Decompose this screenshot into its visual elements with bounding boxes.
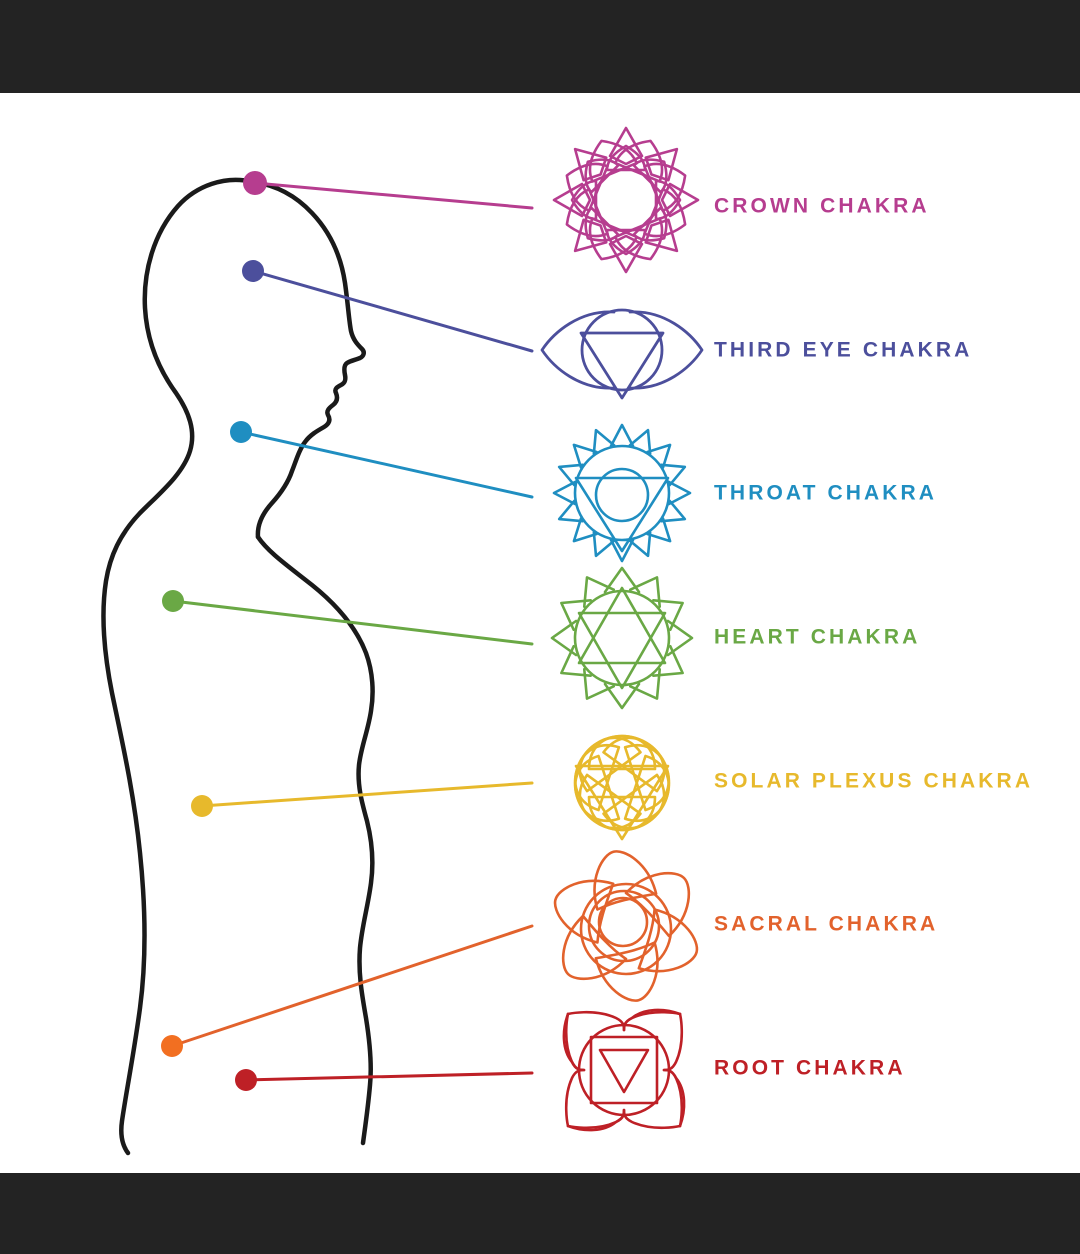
connector-line-solar-plexus bbox=[200, 781, 534, 808]
chakra-symbol-third-eye[interactable] bbox=[540, 308, 704, 400]
root-square bbox=[589, 1035, 659, 1105]
chakra-label-root: ROOT CHAKRA bbox=[714, 1056, 906, 1080]
connector-line-heart bbox=[171, 599, 534, 646]
diagram-svg bbox=[101, 126, 704, 1156]
chakra-symbol-heart[interactable] bbox=[550, 566, 694, 710]
crown-mid-petal-ring bbox=[565, 139, 687, 261]
connector-line-root bbox=[244, 1071, 534, 1082]
head-front-profile-outline bbox=[250, 179, 366, 540]
throat-outer-circle bbox=[573, 444, 671, 542]
root-downward-triangle bbox=[598, 1048, 650, 1094]
heart-circle bbox=[573, 589, 671, 687]
connector-line-sacral bbox=[170, 924, 534, 1048]
heart-petal-ring bbox=[550, 566, 694, 710]
chakra-symbol-solar-plexus[interactable] bbox=[567, 726, 677, 841]
throat-petal-ring bbox=[552, 423, 692, 563]
front-torso-outline bbox=[255, 534, 375, 1146]
top-letterbox-bar bbox=[0, 0, 1080, 93]
connector-lines-group bbox=[170, 181, 534, 1082]
solar-plexus-petal-ring bbox=[574, 734, 670, 832]
chakra-dot-solar-plexus[interactable] bbox=[191, 795, 213, 817]
sacral-petal-ring bbox=[553, 850, 699, 1002]
chakra-dot-root[interactable] bbox=[235, 1069, 257, 1091]
sacral-inner-circle bbox=[597, 896, 649, 948]
heart-upward-triangle bbox=[577, 586, 667, 665]
chakra-dot-third-eye[interactable] bbox=[242, 260, 264, 282]
bottom-letterbox-bar bbox=[0, 1173, 1080, 1254]
sacral-middle-circle bbox=[587, 889, 661, 963]
connector-line-throat bbox=[239, 430, 534, 499]
crown-inner-petal-ring bbox=[570, 144, 682, 256]
solar-plexus-circle bbox=[573, 734, 671, 832]
connector-line-crown bbox=[253, 181, 534, 210]
sacral-outer-circle bbox=[579, 882, 673, 976]
third-eye-circle bbox=[580, 308, 664, 392]
head-and-back-outline bbox=[101, 177, 256, 1156]
chakra-symbol-root[interactable] bbox=[562, 1008, 686, 1132]
crown-center-circle bbox=[593, 167, 659, 233]
chakra-symbol-sacral[interactable] bbox=[549, 845, 703, 1007]
chakra-label-throat: THROAT CHAKRA bbox=[714, 481, 938, 505]
chakra-label-crown: CROWN CHAKRA bbox=[714, 194, 930, 218]
chakra-point-dots-group bbox=[161, 171, 267, 1091]
chakra-dot-crown[interactable] bbox=[243, 171, 267, 195]
chakra-label-sacral: SACRAL CHAKRA bbox=[714, 912, 939, 936]
chakra-symbol-throat[interactable] bbox=[552, 423, 692, 563]
chakra-label-heart: HEART CHAKRA bbox=[714, 625, 921, 649]
root-petal-corner-arcs bbox=[562, 1008, 686, 1132]
body-outline-group bbox=[101, 177, 375, 1156]
chakra-label-solar-plexus: SOLAR PLEXUS CHAKRA bbox=[714, 769, 1034, 793]
crown-outer-petal-ring bbox=[552, 126, 700, 274]
third-eye-right-petal bbox=[628, 310, 704, 390]
solar-plexus-downward-triangle bbox=[574, 764, 670, 841]
chakra-dot-sacral[interactable] bbox=[161, 1035, 183, 1057]
root-circle bbox=[577, 1023, 671, 1117]
chakra-dot-heart[interactable] bbox=[162, 590, 184, 612]
chakra-symbol-crown[interactable] bbox=[552, 126, 700, 274]
throat-downward-triangle bbox=[574, 476, 670, 553]
connector-line-third-eye bbox=[251, 269, 534, 353]
third-eye-downward-triangle bbox=[579, 331, 665, 400]
throat-inner-circle bbox=[594, 467, 650, 523]
chakra-diagram-canvas: CROWN CHAKRA THIRD EYE CHAKRA THROAT CHA… bbox=[0, 93, 1080, 1173]
third-eye-left-petal bbox=[540, 310, 616, 390]
chakra-dot-throat[interactable] bbox=[230, 421, 252, 443]
heart-downward-triangle bbox=[577, 611, 667, 690]
chakra-label-third-eye: THIRD EYE CHAKRA bbox=[714, 338, 973, 362]
